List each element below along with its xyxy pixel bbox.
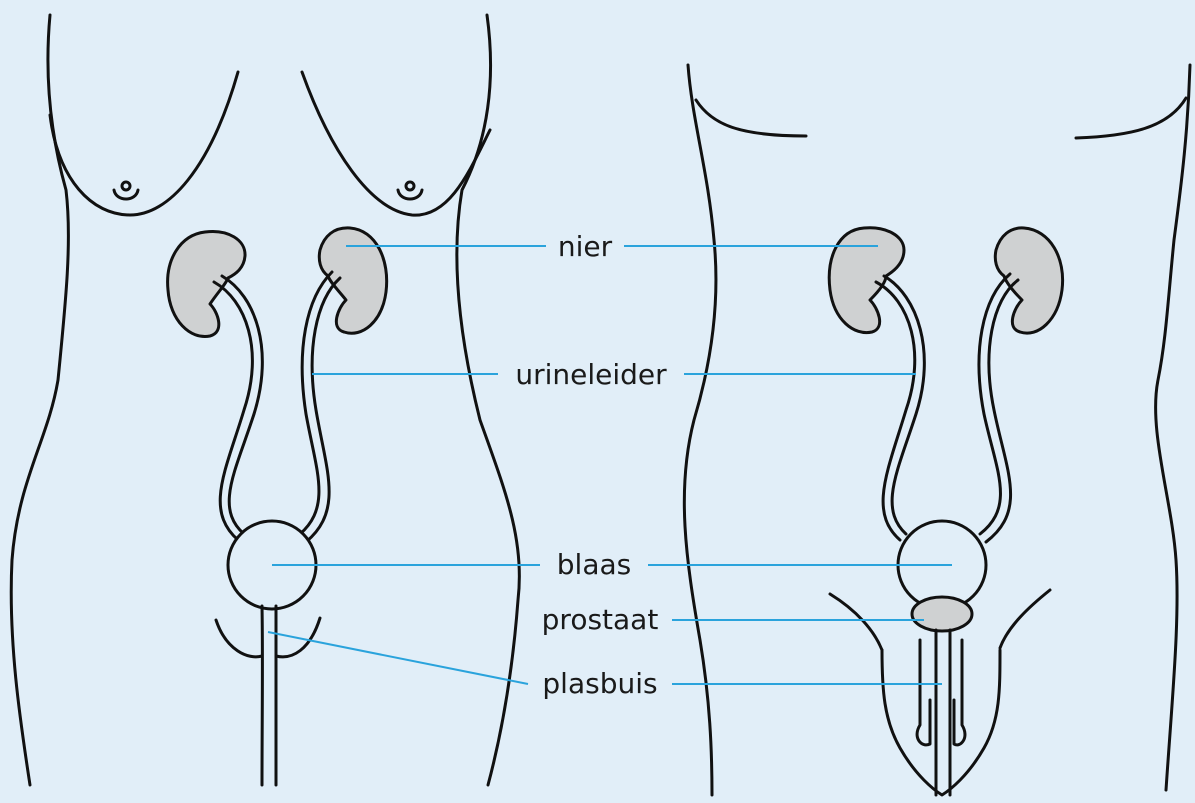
- female-right-ureter: [300, 272, 340, 542]
- female-figure: [11, 15, 519, 785]
- label-plasbuis: plasbuis: [542, 667, 657, 700]
- male-urethra: [917, 630, 965, 795]
- female-left-ureter: [214, 276, 262, 540]
- female-left-breast: [50, 72, 238, 215]
- male-right-pectoral: [1076, 98, 1186, 138]
- male-left-pectoral: [696, 100, 806, 136]
- male-right-groin: [1000, 590, 1050, 648]
- female-body-left-outline: [11, 15, 68, 785]
- male-body-right-outline: [1156, 65, 1190, 790]
- female-right-nipple: [398, 182, 422, 199]
- male-figure: [684, 65, 1190, 795]
- female-right-kidney: [319, 228, 386, 333]
- labels: nier urineleider blaas prostaat plasbuis: [515, 230, 667, 700]
- female-left-nipple: [114, 182, 138, 199]
- plasbuis-leader-left: [268, 632, 528, 684]
- label-urineleider: urineleider: [515, 358, 667, 391]
- male-left-groin: [830, 594, 882, 650]
- female-left-thigh: [216, 620, 262, 657]
- male-genital-outline: [882, 650, 1000, 795]
- male-prostate: [912, 597, 972, 631]
- label-nier: nier: [558, 230, 613, 263]
- male-left-kidney: [829, 228, 904, 333]
- label-prostaat: prostaat: [542, 603, 659, 636]
- label-blaas: blaas: [557, 548, 631, 581]
- male-body-left-outline: [684, 65, 716, 795]
- male-left-ureter: [876, 276, 924, 540]
